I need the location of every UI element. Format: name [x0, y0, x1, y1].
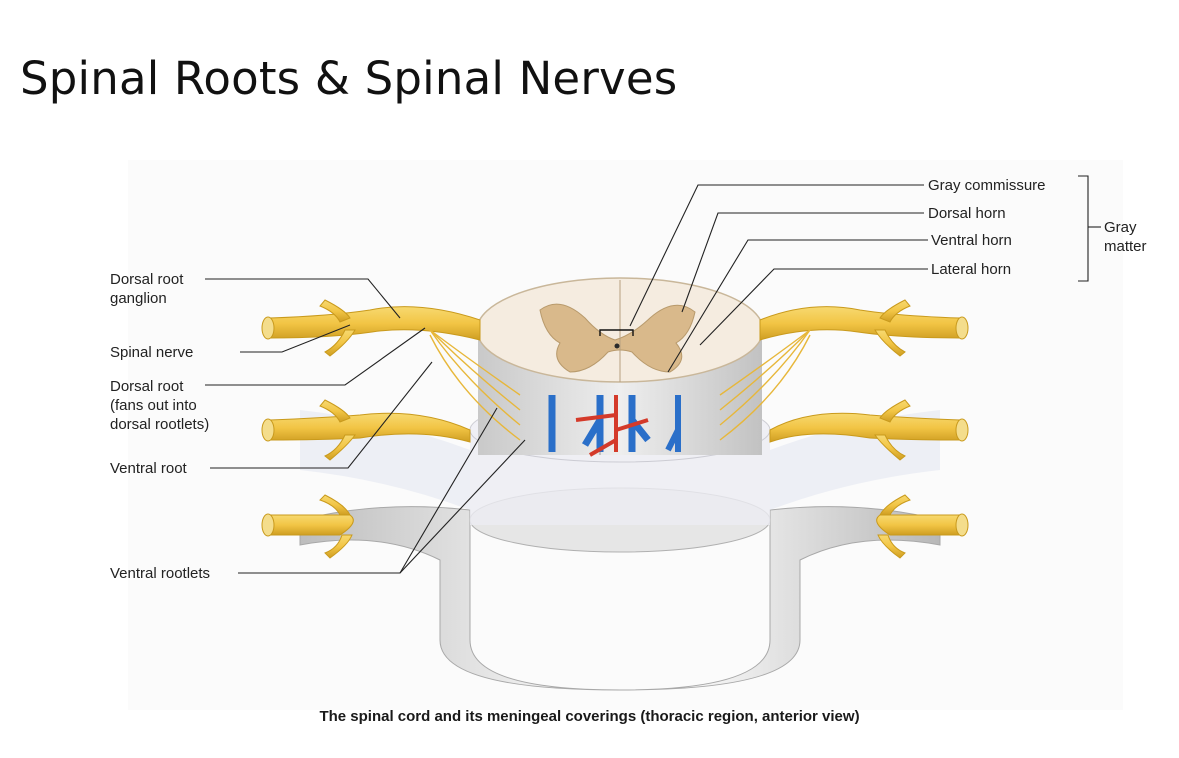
label-dorsal-root-ganglion-line2: ganglion — [110, 290, 167, 307]
blood-vessels — [548, 395, 681, 457]
label-ventral-horn: Ventral horn — [931, 232, 1012, 249]
central-canal — [614, 343, 620, 349]
label-gray-matter-line1: Gray — [1104, 219, 1137, 236]
label-dorsal-horn: Dorsal horn — [928, 205, 1006, 222]
leader-ventral-root — [210, 361, 433, 469]
rootlets — [429, 329, 811, 441]
label-gray-commissure: Gray commissure — [928, 177, 1046, 194]
leader-ventral-rootlets-2 — [399, 439, 526, 574]
leader-lines — [205, 175, 1101, 574]
label-dorsal-root-ganglion-line1: Dorsal root — [110, 271, 184, 288]
label-spinal-nerve: Spinal nerve — [110, 344, 194, 361]
label-ventral-rootlets: Ventral rootlets — [110, 565, 211, 582]
leader-dorsal-root — [205, 327, 426, 386]
label-dorsal-root: Dorsal root (fans out into dorsal rootle… — [110, 377, 209, 434]
label-dorsal-root-ganglion: Dorsal root ganglion — [110, 270, 183, 308]
label-dorsal-root-line1: Dorsal root — [110, 378, 184, 395]
label-gray-matter-line2: matter — [1104, 238, 1147, 255]
leader-spinal-nerve — [240, 324, 351, 353]
label-gray-matter: Gray matter — [1104, 218, 1147, 256]
gray-matter — [539, 303, 696, 373]
figure-caption: The spinal cord and its meningeal coveri… — [319, 708, 860, 725]
leader-dorsal-horn — [681, 212, 924, 313]
lower-right-nerve — [876, 514, 961, 536]
leader-ventral-horn — [667, 239, 928, 373]
gray-matter-bracket — [1078, 175, 1089, 282]
leader-dorsal-root-ganglion — [205, 278, 401, 319]
leader-gray-commissure — [629, 184, 924, 327]
spinal-cord — [476, 277, 764, 457]
nerves — [261, 299, 969, 559]
slide-title: Spinal Roots & Spinal Nerves — [20, 52, 678, 105]
leader-lateral-horn — [699, 268, 928, 346]
label-ventral-root: Ventral root — [110, 460, 187, 477]
label-lateral-horn: Lateral horn — [931, 261, 1012, 278]
upper-left-nerve — [269, 306, 481, 341]
label-dorsal-root-line2: (fans out into — [110, 397, 197, 414]
lower-left-nerve — [269, 514, 354, 536]
label-dorsal-root-line3: dorsal rootlets) — [110, 416, 210, 433]
